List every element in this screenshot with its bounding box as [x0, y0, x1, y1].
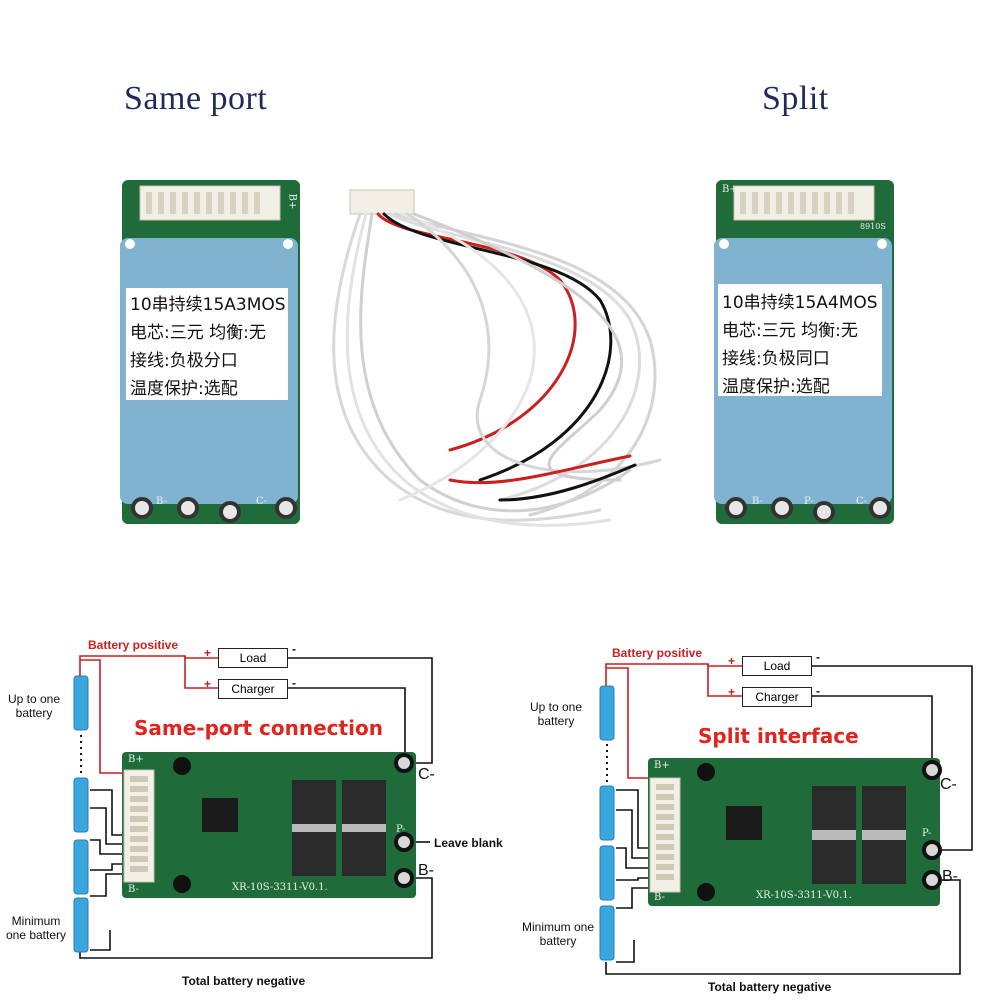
board-left-bminus-mark: B-	[156, 496, 167, 507]
bms-board-photo-left: B+ 10串持续15A3MOS 电芯:三元 均衡:无 接线:负极分口 温度保护:…	[118, 178, 308, 528]
up-to-one-battery-label-right: Up to one battery	[529, 700, 583, 728]
minimum-one-battery-label-right: Minimum one battery	[521, 920, 595, 948]
battery-positive-label-right: Battery positive	[612, 646, 703, 660]
wiring-diagram-left-svg	[73, 655, 433, 959]
total-battery-negative-right: Total battery negative	[708, 980, 832, 994]
load-box-right: Load	[742, 656, 812, 676]
pcb-left-bminus: B-	[128, 884, 139, 895]
pcb-right-code: XR-10S-3311-V0.1.	[756, 890, 852, 901]
board-left-label-line1: 10串持续15A3MOS	[130, 295, 286, 315]
load-plus-left: +	[204, 646, 212, 660]
wiring-diagram-right-svg	[599, 663, 973, 975]
wire-harness-photo	[300, 180, 690, 560]
wiring-diagram-split: Battery positive + + Load Charger - - Up…	[520, 640, 1000, 1000]
total-battery-negative-left: Total battery negative	[182, 974, 306, 988]
board-right-label-line4: 温度保护:选配	[722, 377, 830, 397]
pcb-left-pminus: P-	[396, 824, 406, 835]
board-right-bplus-mark: B+	[722, 184, 738, 195]
bms-board-right-svg	[714, 180, 894, 524]
board-left-label-line3: 接线:负极分口	[130, 351, 238, 371]
charger-plus-left: +	[204, 677, 212, 691]
heading-same-port-connection: Same-port connection	[134, 716, 383, 740]
c-minus-label-left: C-	[418, 766, 435, 783]
load-plus-right: +	[728, 654, 736, 668]
board-left-cminus-mark: C-	[256, 496, 268, 507]
board-right-label-line1: 10串持续15A4MOS	[722, 293, 878, 313]
pcb-left-code: XR-10S-3311-V0.1.	[232, 882, 328, 893]
board-right-pminus-mark: P-	[804, 496, 814, 507]
pcb-left-bplus: B+	[128, 754, 144, 765]
title-split: Split	[762, 80, 829, 117]
load-minus-right: -	[816, 650, 820, 664]
charger-minus-left: -	[292, 676, 296, 690]
load-box-left: Load	[218, 648, 288, 668]
board-right-label-line2: 电芯:三元 均衡:无	[722, 321, 858, 341]
load-minus-left: -	[292, 642, 296, 656]
board-left-label-line2: 电芯:三元 均衡:无	[130, 323, 266, 343]
board-right-bminus-mark: B-	[752, 496, 763, 507]
pcb-right-bplus: B+	[654, 760, 670, 771]
wire-harness-svg	[332, 189, 662, 527]
c-minus-label-right: C-	[940, 776, 957, 793]
charger-plus-right: +	[728, 685, 736, 699]
wiring-diagram-same-port: Battery positive + + Load Charger - - Up…	[0, 630, 520, 1000]
leave-blank-label: Leave blank	[434, 836, 503, 850]
b-minus-label-left: B-	[418, 862, 434, 879]
heading-split-interface: Split interface	[698, 724, 859, 748]
charger-minus-right: -	[816, 684, 820, 698]
charger-box-left: Charger	[218, 679, 288, 699]
pcb-right-pminus: P-	[922, 828, 932, 839]
minimum-one-battery-label-left: Minimum one battery	[5, 914, 67, 942]
up-to-one-battery-label-left: Up to one battery	[7, 692, 61, 720]
title-same-port: Same port	[124, 80, 268, 117]
b-minus-label-right: B-	[942, 868, 958, 885]
charger-box-right: Charger	[742, 687, 812, 707]
battery-positive-label-left: Battery positive	[88, 638, 179, 652]
board-right-cminus-mark: C-	[856, 496, 868, 507]
bms-board-photo-right: B+ 8910S 10串持续15A4MOS 电芯:三元 均衡:无 接线:负极同口…	[712, 178, 902, 528]
bms-board-left-svg	[120, 180, 300, 524]
board-right-code-mark: 8910S	[860, 222, 886, 231]
board-right-label-line3: 接线:负极同口	[722, 349, 830, 369]
pcb-right-bminus: B-	[654, 892, 665, 903]
board-left-bplus-mark: B+	[286, 193, 298, 210]
board-left-label-line4: 温度保护:选配	[130, 379, 238, 399]
